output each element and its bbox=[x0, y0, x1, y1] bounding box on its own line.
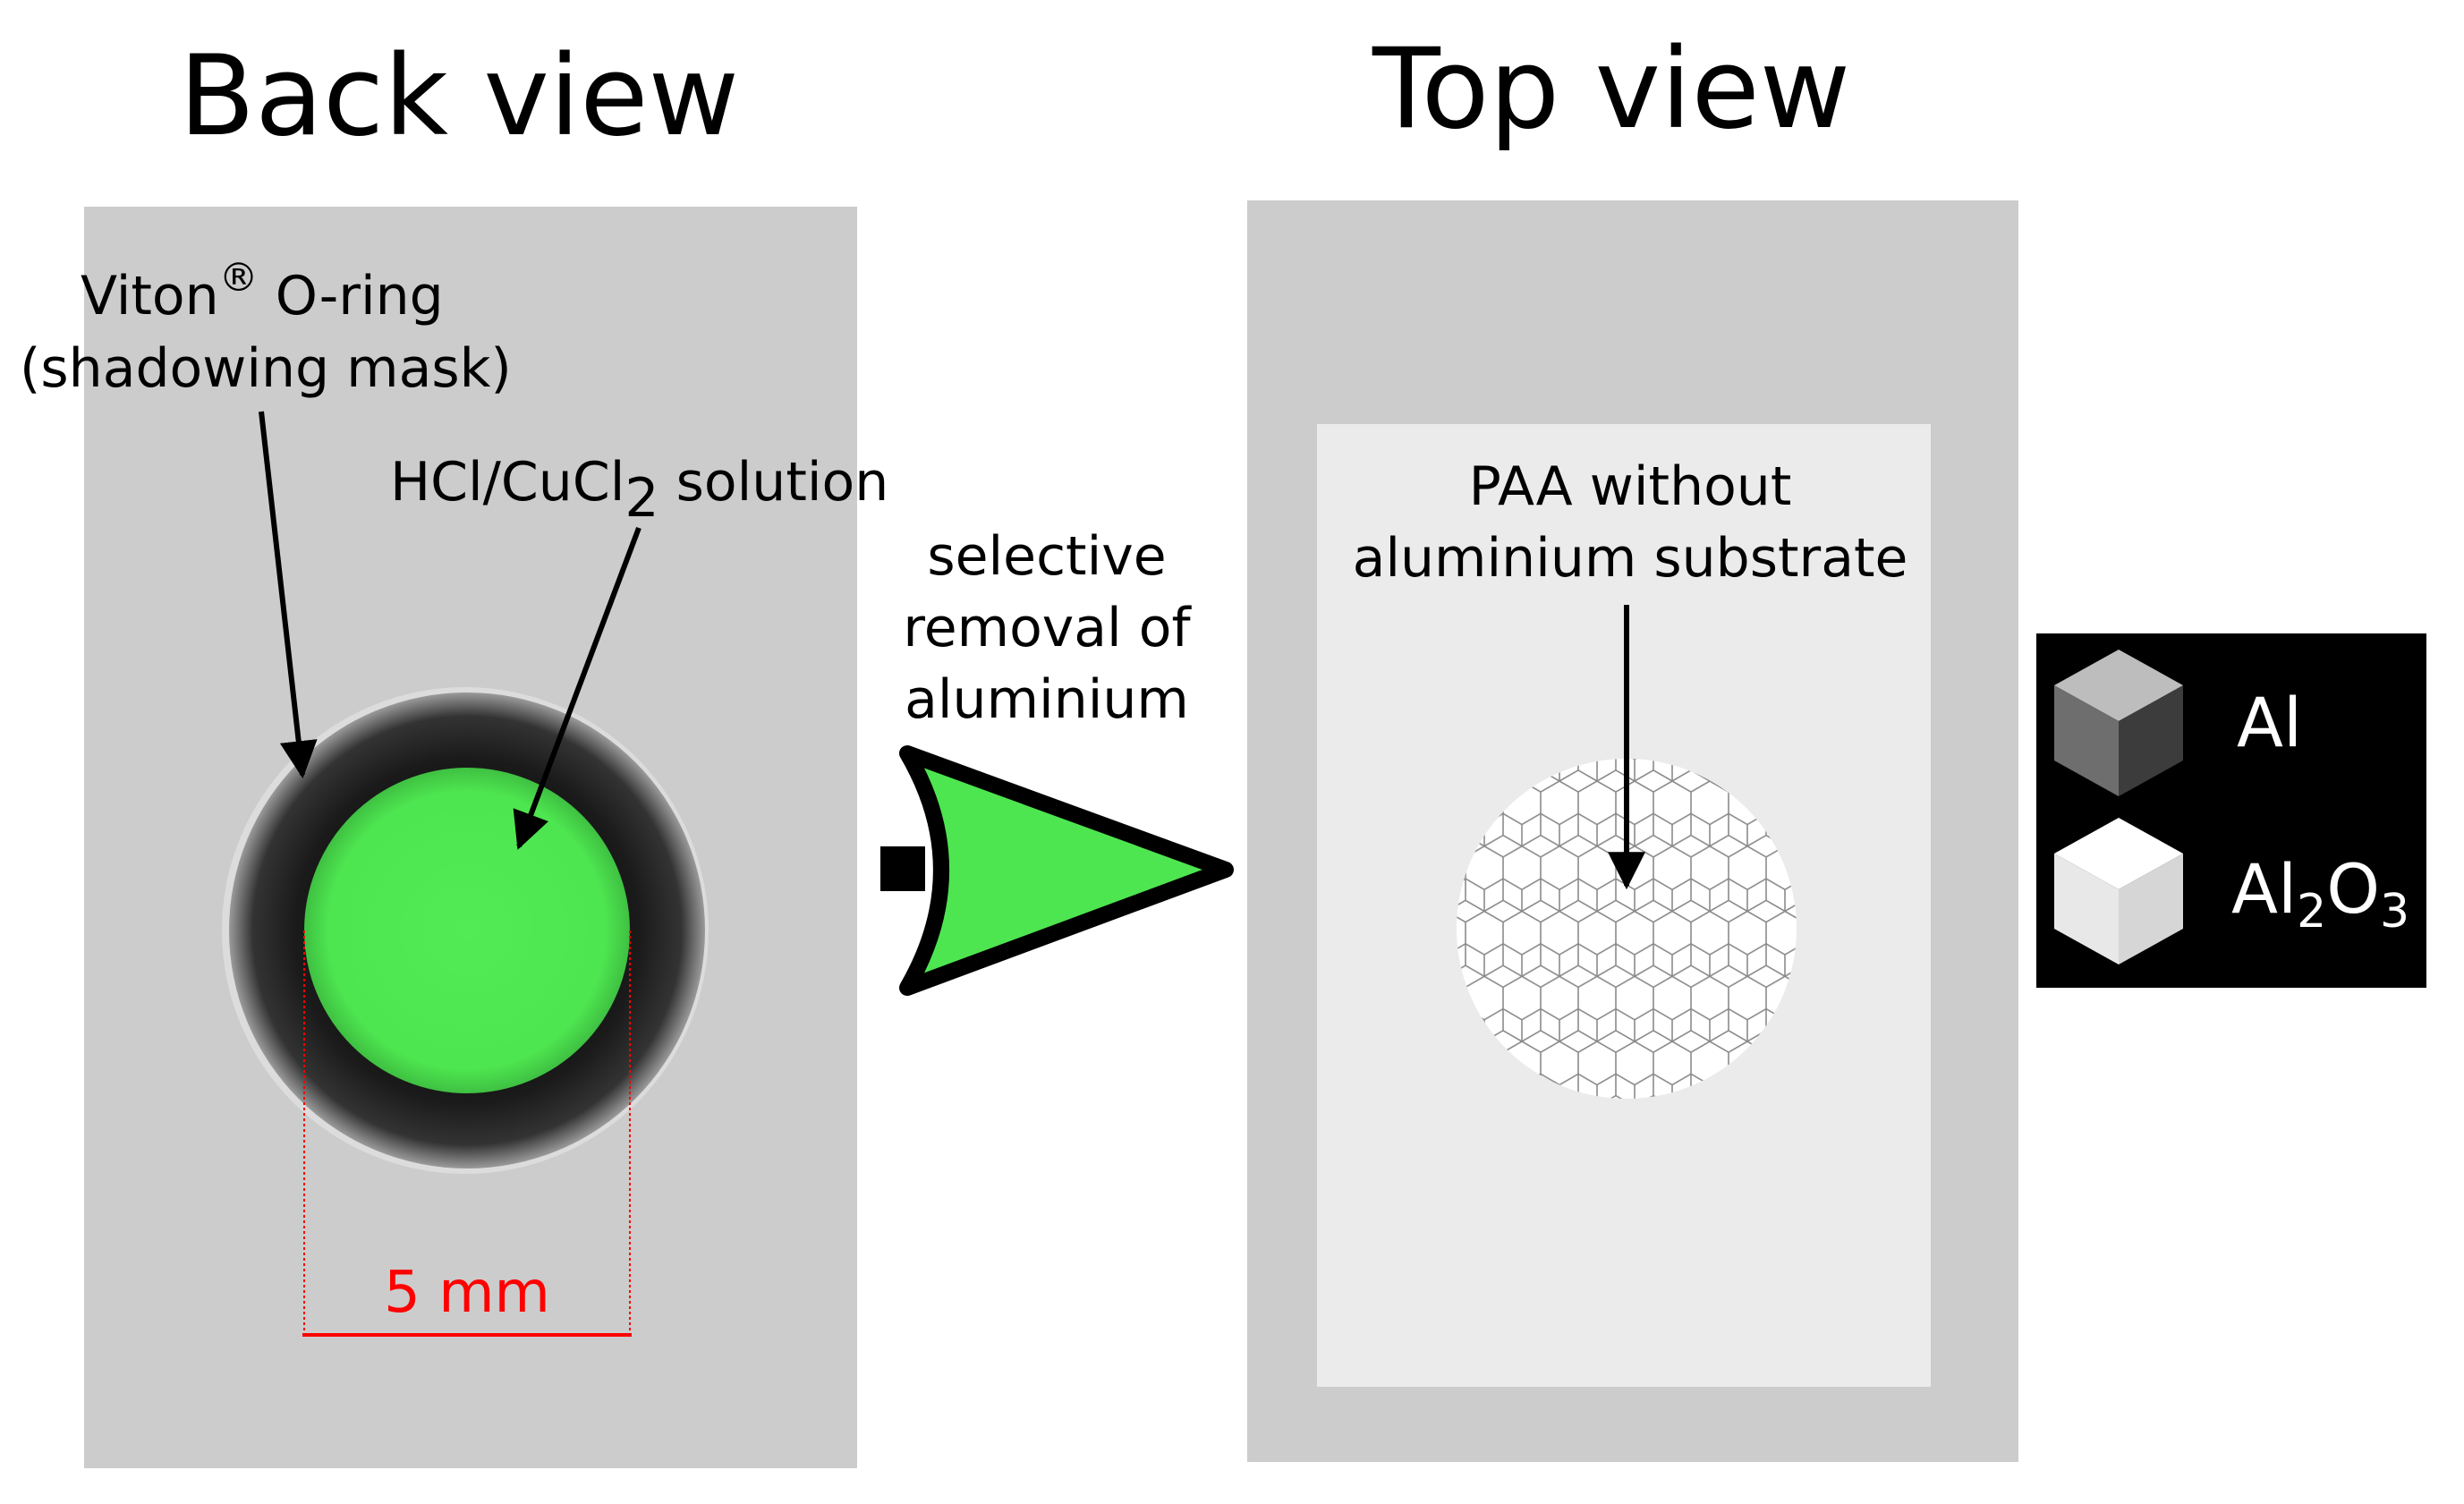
oring-label-line2: (shadowing mask) bbox=[20, 337, 512, 400]
back-view-title: Back view bbox=[179, 32, 739, 161]
process-arrow bbox=[899, 745, 1234, 996]
solution-label: HCl/CuCl2 solution bbox=[390, 451, 888, 530]
top-view-title: Top view bbox=[1372, 25, 1850, 154]
process-label-line1: selective bbox=[927, 525, 1166, 588]
solution-arrow bbox=[513, 526, 641, 850]
process-label-line2: removal of bbox=[903, 597, 1192, 659]
light-gray-cube-icon bbox=[2054, 818, 2183, 964]
paa-label-line2: aluminium substrate bbox=[1353, 527, 1908, 590]
solution-area bbox=[304, 768, 630, 1093]
dark-gray-cube-icon bbox=[2054, 650, 2183, 796]
legend-label-al2o3: Al2O3 bbox=[2231, 849, 2409, 939]
process-label-line3: aluminium bbox=[905, 668, 1189, 731]
oring-arrow bbox=[259, 411, 318, 779]
oring-label-line1: Viton® O-ring bbox=[81, 255, 444, 327]
paa-label-line1: PAA without bbox=[1469, 455, 1792, 518]
dimension-label: 5 mm bbox=[384, 1260, 550, 1326]
process-arrow-tail bbox=[880, 846, 925, 891]
legend-label-al: Al bbox=[2237, 683, 2302, 762]
